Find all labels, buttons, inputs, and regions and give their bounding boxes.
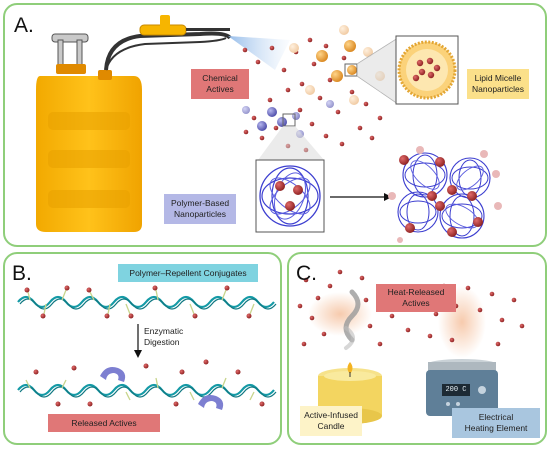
polymer-conjugates-label: Polymer–Repellent Conjugates	[118, 264, 258, 282]
chemical-actives-label: Chemical Actives	[191, 69, 249, 99]
heating-element-label: Electrical Heating Element	[452, 408, 540, 438]
panel-a-letter: A.	[14, 14, 34, 37]
sprayer	[36, 15, 232, 232]
polymer-cluster	[388, 146, 502, 243]
lipid-micelle-label: Lipid Micelle Nanoparticles	[467, 69, 529, 99]
heater-display: 200 C	[445, 386, 467, 394]
polymer-chain-bottom	[17, 359, 277, 407]
panel-b-letter: B.	[12, 262, 32, 285]
released-actives-label: Released Actives	[48, 414, 160, 432]
lipid-micelle-zoom	[395, 35, 459, 105]
panel-b	[3, 252, 282, 445]
polymer-zoom	[255, 159, 325, 233]
panel-c-letter: C.	[296, 262, 317, 285]
enzymatic-digestion-label: Enzymatic Digestion	[144, 326, 184, 347]
enzyme-icon	[100, 367, 224, 410]
polymer-chain-top	[17, 285, 277, 319]
heat-released-label: Heat-Released Actives	[376, 284, 456, 312]
heating-element-icon	[426, 359, 498, 416]
candle-label: Active-Infused Candle	[300, 406, 362, 436]
polymer-based-label: Polymer-Based Nanoparticles	[164, 194, 236, 224]
spray-cone	[228, 36, 290, 70]
dispersed-actives	[242, 25, 385, 153]
